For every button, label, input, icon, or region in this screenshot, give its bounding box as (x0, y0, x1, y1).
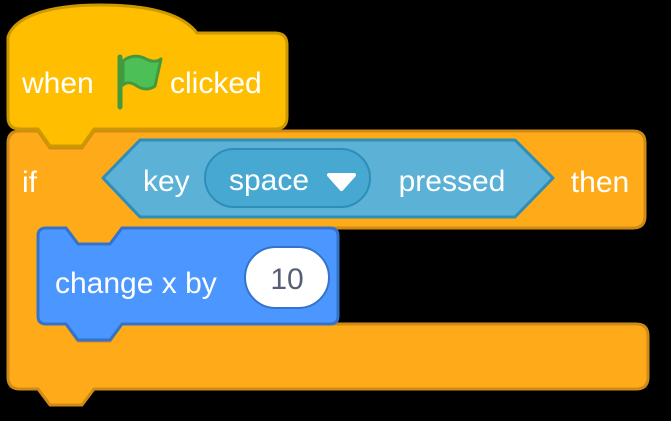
pressed-label: pressed (399, 165, 506, 198)
green-flag-shape (121, 54, 163, 91)
change-x-value-input[interactable] (244, 246, 330, 309)
then-label: then (571, 166, 629, 199)
key-pressed-block: key space pressed (101, 138, 555, 219)
when-flag-clicked-block: when clicked (6, 3, 289, 148)
key-dropdown-field[interactable] (204, 148, 371, 208)
chevron-down-icon (327, 173, 356, 191)
key-dropdown: space (204, 148, 371, 208)
change-x-by-label: change x by (55, 267, 217, 300)
clicked-label: clicked (170, 67, 262, 100)
when-label: when (21, 67, 94, 100)
change-x-by-block: change x by 10 (36, 226, 340, 342)
green-flag-icon (117, 54, 163, 110)
change-x-value-text: 10 (270, 263, 303, 296)
if-label: if (22, 166, 38, 199)
key-dropdown-value: space (229, 164, 309, 197)
key-label: key (143, 165, 190, 198)
